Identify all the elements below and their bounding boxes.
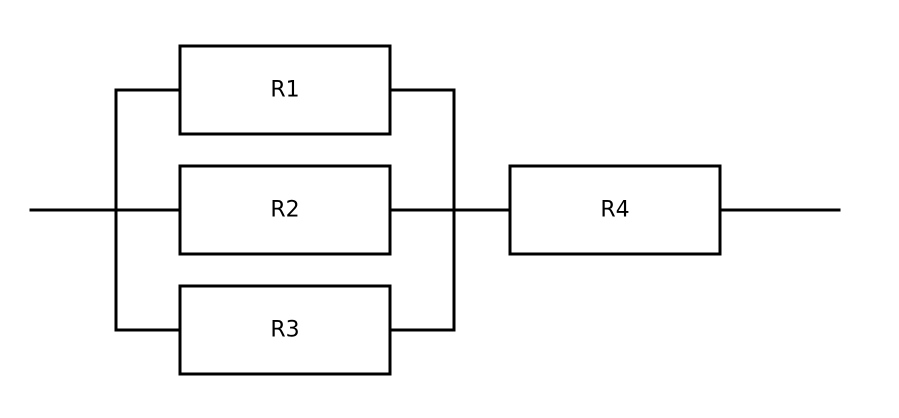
- resistor-r1-body: [178, 44, 392, 136]
- resistor-r1-label: R1: [270, 78, 299, 103]
- resistor-r2: R2: [178, 164, 392, 256]
- resistor-r2-body: [178, 164, 392, 256]
- resistor-r2-label: R2: [270, 198, 299, 223]
- resistor-r4-label: R4: [600, 198, 629, 223]
- resistor-r3: R3: [178, 284, 392, 376]
- resistor-r1: R1: [178, 44, 392, 136]
- resistor-r4-body: [508, 164, 722, 256]
- resistor-r3-body: [178, 284, 392, 376]
- resistor-r4: R4: [508, 164, 722, 256]
- resistor-r3-label: R3: [270, 318, 299, 343]
